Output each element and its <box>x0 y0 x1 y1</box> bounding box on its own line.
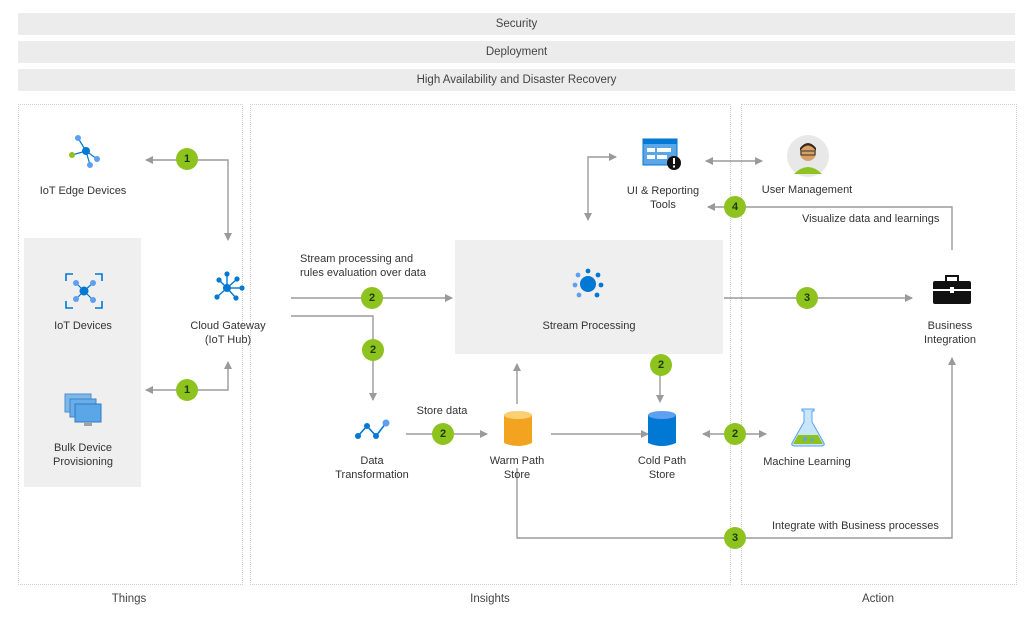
step-badge-1-bulk: 1 <box>176 379 198 401</box>
data-transformation-line2: Transformation <box>335 469 409 481</box>
user-management-icon <box>787 135 829 177</box>
business-integration-label: Business Integration <box>900 319 1000 347</box>
deployment-bar: Deployment <box>18 41 1015 63</box>
integrate-label: Integrate with Business processes <box>772 520 939 532</box>
things-label: Things <box>111 593 147 605</box>
visualize-label: Visualize data and learnings <box>802 213 940 225</box>
cold-path-line1: Cold Path <box>637 455 687 467</box>
machine-learning-label: Machine Learning <box>763 456 851 468</box>
stream-edge-line1: Stream processing and <box>300 253 414 265</box>
warm-path-store-label: Warm Path Store <box>467 454 567 482</box>
stream-processing-edge-label: Stream processing and rules evaluation o… <box>300 252 426 280</box>
step-badge-2-stream: 2 <box>361 287 383 309</box>
stream-edge-line2: rules evaluation over data <box>300 267 426 279</box>
things-zone <box>18 104 243 585</box>
step-badge-2-store: 2 <box>432 423 454 445</box>
ha-bar: High Availability and Disaster Recovery <box>18 69 1015 91</box>
step-badge-2-cold: 2 <box>650 354 672 376</box>
bulk-provisioning-icon <box>64 393 102 426</box>
business-integration-line2: Integration <box>924 334 976 346</box>
briefcase-icon <box>933 275 971 304</box>
insights-zone <box>250 104 731 585</box>
machine-learning-icon <box>791 408 825 447</box>
stream-processing-panel <box>455 240 723 354</box>
cold-path-line2: Store <box>648 469 676 481</box>
ui-reporting-tools-icon <box>642 138 681 170</box>
cloud-gateway-line2: (IoT Hub) <box>204 334 252 346</box>
step-badge-2-ml: 2 <box>724 423 746 445</box>
ui-reporting-tools-label: UI & Reporting Tools <box>613 184 713 212</box>
security-bar: Security <box>18 13 1015 35</box>
business-integration-line1: Business <box>927 320 973 332</box>
data-transformation-line1: Data <box>360 455 384 467</box>
iot-edge-devices-icon <box>69 135 100 168</box>
bulk-provisioning-line2: Provisioning <box>53 456 113 468</box>
warm-path-line2: Store <box>503 469 531 481</box>
user-management-label: User Management <box>761 184 853 196</box>
iot-devices-label: IoT Devices <box>54 320 112 332</box>
action-zone <box>741 104 1017 585</box>
action-label: Action <box>862 593 894 605</box>
step-badge-1-edge: 1 <box>176 148 198 170</box>
bulk-provisioning-line1: Bulk Device <box>53 442 113 454</box>
devices-panel <box>24 238 141 487</box>
stream-processing-label: Stream Processing <box>542 320 636 332</box>
warm-path-line1: Warm Path <box>489 455 545 467</box>
cold-path-store-label: Cold Path Store <box>612 454 712 482</box>
iot-edge-devices-label: IoT Edge Devices <box>39 185 127 197</box>
step-badge-2-transform: 2 <box>362 339 384 361</box>
step-badge-4-visualize: 4 <box>724 196 746 218</box>
ui-reporting-line2: Tools <box>650 199 676 211</box>
warm-path-store-icon <box>504 411 532 446</box>
bulk-provisioning-label: Bulk Device Provisioning <box>33 441 133 469</box>
cloud-gateway-label: Cloud Gateway (IoT Hub) <box>178 319 278 347</box>
cloud-gateway-line1: Cloud Gateway <box>190 320 266 332</box>
iot-devices-icon <box>65 273 103 309</box>
ui-reporting-line1: UI & Reporting <box>626 185 700 197</box>
insights-label: Insights <box>470 593 510 605</box>
stream-processing-icon <box>572 268 604 298</box>
data-transformation-icon <box>355 419 390 439</box>
step-badge-3-business: 3 <box>796 287 818 309</box>
store-data-label: Store data <box>416 405 468 417</box>
cold-path-store-icon <box>648 411 676 446</box>
step-badge-3-integrate: 3 <box>724 527 746 549</box>
cloud-gateway-icon <box>214 271 245 301</box>
data-transformation-label: Data Transformation <box>322 454 422 482</box>
